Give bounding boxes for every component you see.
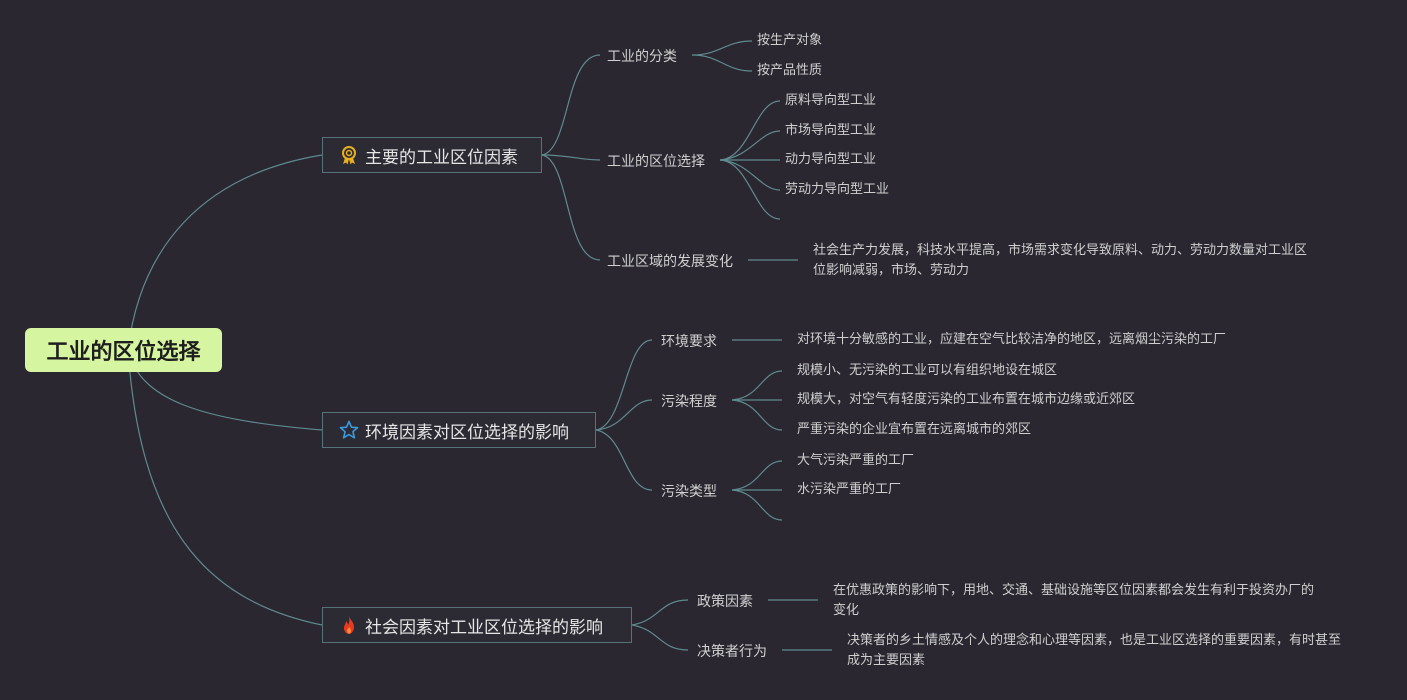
fire-icon [339, 615, 359, 635]
leaf-item[interactable]: 社会生产力发展，科技水平提高，市场需求变化导致原料、动力、劳动力数量对工业区位影… [813, 243, 1308, 278]
link-b1-c2 [595, 429, 653, 491]
leaf-item[interactable]: 原料导向型工业 [785, 93, 877, 108]
leaf-item[interactable]: 规模大，对空气有轻度污染的工业布置在城市边缘或近郊区 [797, 392, 1136, 407]
link-b1-c0 [595, 339, 653, 431]
link-b2-c0 [631, 599, 689, 626]
leaf-item[interactable]: 市场导向型工业 [785, 123, 877, 138]
subtopic-pollution-type[interactable]: 污染类型 [661, 484, 717, 500]
branch-main-industrial-factors[interactable]: 主要的工业区位因素 [322, 137, 542, 173]
leaf-item[interactable]: 按生产对象 [757, 33, 823, 48]
branch-main-environment-factors[interactable]: 环境因素对区位选择的影响 [322, 412, 596, 448]
link-b1-c1 [595, 399, 653, 431]
leaf-item[interactable]: 对环境十分敏感的工业，应建在空气比较洁净的地区，远离烟尘污染的工厂 [797, 332, 1227, 347]
branch-main-social-factors[interactable]: 社会因素对工业区位选择的影响 [322, 607, 632, 643]
root-topic[interactable]: 工业的区位选择 [25, 328, 222, 372]
subtopic-pollution-degree[interactable]: 污染程度 [661, 394, 717, 410]
subtopic-environment-requirement[interactable]: 环境要求 [661, 334, 717, 350]
leaf-item[interactable]: 按产品性质 [757, 63, 823, 78]
leaf-item[interactable]: 规模小、无污染的工业可以有组织地设在城区 [797, 363, 1058, 378]
leaf-item[interactable]: 决策者的乡土情感及个人的理念和心理等因素，也是工业区选择的重要因素，有时甚至成为… [847, 633, 1342, 668]
award-ribbon-icon [339, 145, 359, 165]
leaf-item[interactable]: 大气污染严重的工厂 [797, 453, 915, 468]
subtopic-location-choice[interactable]: 工业的区位选择 [607, 154, 705, 170]
link-b0-c1 [541, 154, 601, 161]
subtopic-regional-development[interactable]: 工业区域的发展变化 [607, 254, 733, 270]
leaf-item[interactable]: 在优惠政策的影响下，用地、交通、基础设施等区位因素都会发生有利于投资办厂的变化 [833, 583, 1315, 618]
branch-label: 环境因素对区位选择的影响 [365, 422, 569, 443]
link-b2-c1 [631, 624, 689, 651]
subtopic-industry-classification[interactable]: 工业的分类 [607, 49, 677, 65]
star-outline-icon [339, 420, 359, 440]
subtopic-decision-maker-behavior[interactable]: 决策者行为 [697, 644, 767, 660]
branch-label: 主要的工业区位因素 [365, 147, 518, 168]
branch-label: 社会因素对工业区位选择的影响 [365, 617, 603, 638]
link-root-b0 [127, 154, 323, 351]
link-b0-c2 [541, 154, 601, 261]
leaf-item[interactable]: 动力导向型工业 [785, 152, 877, 167]
link-root-b2 [127, 349, 323, 626]
leaf-item[interactable]: 严重污染的企业宜布置在远离城市的郊区 [797, 422, 1032, 437]
leaf-item[interactable]: 水污染严重的工厂 [797, 482, 902, 497]
subtopic-policy-factors[interactable]: 政策因素 [697, 594, 753, 610]
link-b0-c0 [541, 54, 601, 156]
leaf-item[interactable]: 劳动力导向型工业 [785, 182, 890, 197]
